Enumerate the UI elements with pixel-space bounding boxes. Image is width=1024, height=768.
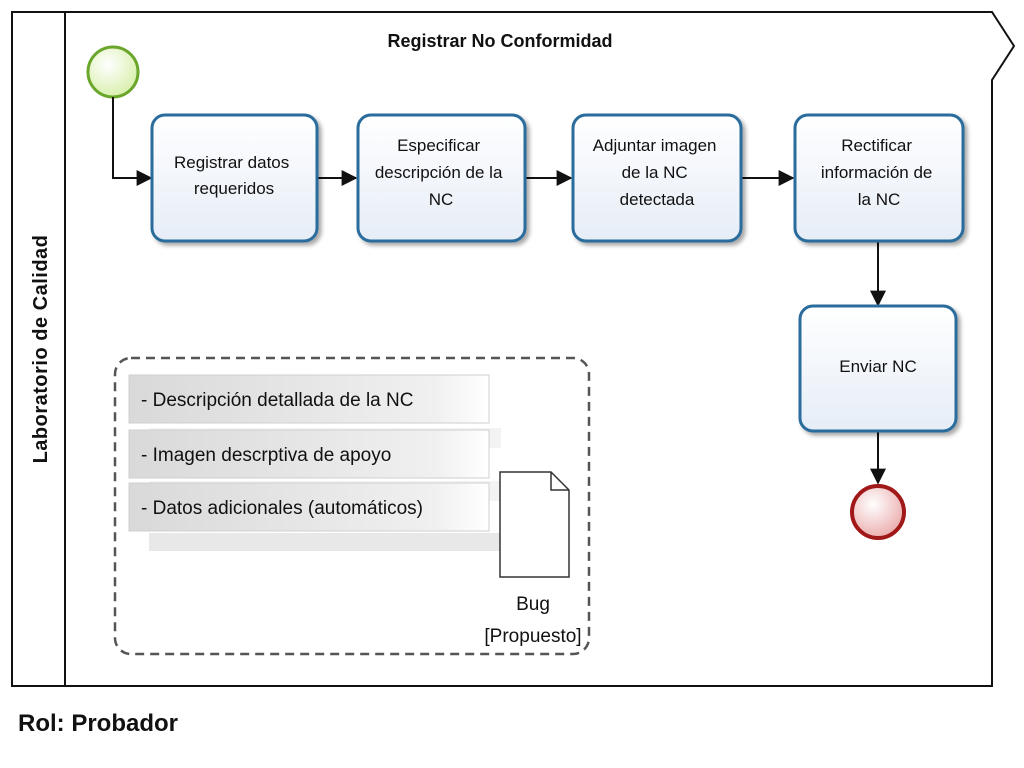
task-label: Enviar NC [839, 357, 916, 376]
document-state: [Propuesto] [484, 626, 581, 647]
annotation-text: - Datos adicionales (automáticos) [141, 498, 423, 519]
end-event[interactable] [850, 484, 906, 540]
bpmn-diagram: Registrar No Conformidad Laboratorio de … [11, 11, 1016, 687]
task-label: Especificar descripción de la NC [375, 136, 507, 209]
start-event[interactable] [86, 45, 140, 99]
task-label: Rectificar información de la NC [821, 136, 937, 209]
task-enviar-nc[interactable]: Enviar NC [798, 304, 958, 433]
task-rectificar-informacion[interactable]: Rectificar información de la NC [793, 113, 965, 243]
task-adjuntar-imagen[interactable]: Adjuntar imagen de la NC detectada [571, 113, 743, 243]
task-label: Registrar datos requeridos [174, 153, 294, 198]
task-label: Adjuntar imagen de la NC detectada [593, 136, 722, 209]
annotation-item-datos: - Datos adicionales (automáticos) [128, 482, 501, 551]
document-name: Bug [516, 594, 550, 615]
task-especificar-descripcion[interactable]: Especificar descripción de la NC [356, 113, 527, 243]
annotation-text: - Imagen descrptiva de apoyo [141, 445, 391, 466]
lane-label: Laboratorio de Calidad [30, 235, 52, 464]
data-object-document[interactable] [499, 471, 570, 578]
data-group-dashed [113, 356, 591, 656]
flow-start-to-registrar [112, 97, 153, 186]
role-caption: Rol: Probador [18, 710, 178, 737]
annotation-text: - Descripción detallada de la NC [141, 390, 413, 411]
task-registrar-datos[interactable]: Registrar datos requeridos [150, 113, 319, 243]
pool-title: Registrar No Conformidad [387, 31, 612, 51]
